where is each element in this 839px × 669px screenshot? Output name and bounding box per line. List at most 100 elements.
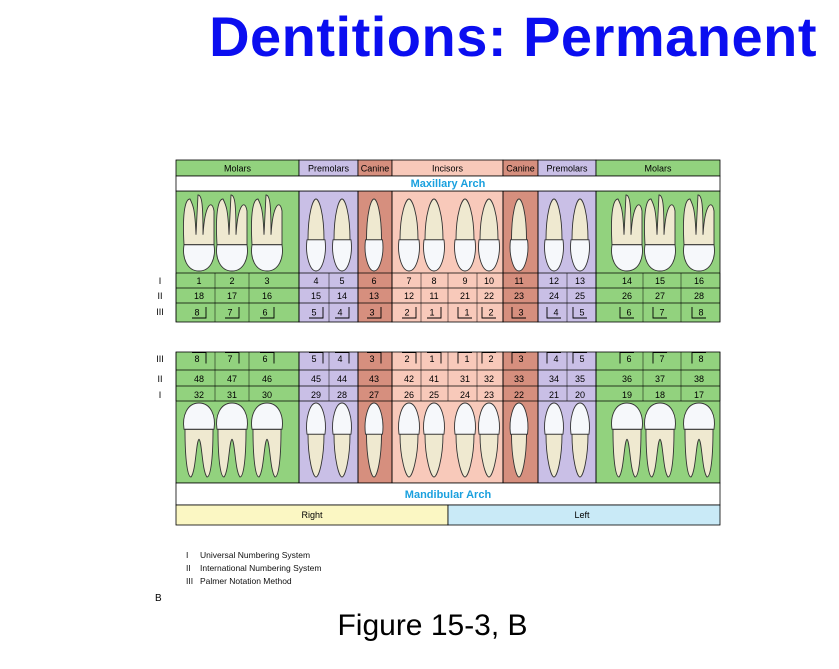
header-label: Molars: [644, 164, 672, 174]
header-label: Incisors: [432, 164, 464, 174]
lower-palmer-number: 4: [553, 354, 558, 364]
lower-tooth-crown: [683, 402, 715, 430]
palmer-bracket: [335, 352, 350, 364]
palmer-bracket: [511, 307, 526, 319]
lower-international-number: 41: [429, 374, 439, 384]
palmer-bracket: [309, 307, 324, 319]
lower-international-number: 44: [337, 374, 347, 384]
palmer-bracket: [427, 352, 442, 364]
upper-tooth-root: [644, 194, 676, 246]
lower-tooth-root: [479, 433, 499, 478]
palmer-bracket: [572, 352, 587, 364]
lower-tooth-crown: [306, 402, 326, 435]
legend-key: III: [186, 575, 194, 586]
legend-key: II: [186, 562, 191, 573]
upper-palmer-number: 4: [337, 308, 342, 318]
lower-international-number: 48: [194, 374, 204, 384]
row-label-international-lower: II: [157, 374, 162, 384]
maxillary-arch-label: Maxillary Arch: [411, 178, 486, 190]
legend-item-universal: I Universal Numbering System: [186, 548, 321, 561]
lower-tooth-root: [399, 433, 419, 478]
upper-international-number: 17: [227, 291, 237, 301]
legend-item-palmer: III Palmer Notation Method: [186, 574, 321, 587]
legend-text: International Numbering System: [200, 562, 322, 573]
upper-international-number: 12: [404, 291, 414, 301]
palmer-bracket: [619, 307, 634, 319]
palmer-bracket: [457, 307, 472, 319]
right-side-label: Right: [301, 510, 323, 520]
palmer-bracket: [367, 352, 382, 364]
lower-palmer-number: 5: [579, 354, 584, 364]
lower-palmer-number: 8: [698, 354, 703, 364]
lower-palmer-number: 4: [337, 354, 342, 364]
lower-tooth-crown: [611, 402, 643, 430]
upper-tooth-root: [545, 198, 563, 241]
palmer-bracket: [402, 352, 417, 364]
upper-international-number: 28: [694, 291, 704, 301]
lower-tooth-root: [217, 428, 247, 478]
upper-tooth-crown: [216, 244, 248, 272]
lower-universal-number: 27: [369, 390, 379, 400]
upper-tooth-root: [366, 198, 382, 241]
row-label-palmer-lower: III: [156, 354, 164, 364]
upper-palmer-number: 7: [227, 308, 232, 318]
lower-palmer-number: 6: [262, 354, 267, 364]
palmer-bracket: [427, 307, 442, 319]
lower-tooth-root: [684, 428, 714, 478]
lower-tooth-root: [184, 428, 214, 478]
tooth-illustrations: [183, 194, 715, 478]
upper-palmer-number: 3: [369, 308, 374, 318]
upper-tooth-crown: [570, 239, 590, 272]
lower-palmer-number: 5: [311, 354, 316, 364]
header-label: Canine: [506, 164, 535, 174]
upper-universal-number: 13: [575, 276, 585, 286]
lower-tooth-crown: [570, 402, 590, 435]
lower-international-number: 35: [575, 374, 585, 384]
header-label: Premolars: [308, 164, 350, 174]
lower-universal-number: 28: [337, 390, 347, 400]
lower-international-number: 38: [694, 374, 704, 384]
palmer-bracket: [367, 307, 382, 319]
upper-tooth-crown: [644, 244, 676, 272]
upper-international-number: 15: [311, 291, 321, 301]
upper-international-number: 13: [369, 291, 379, 301]
numbering-legend: I Universal Numbering System II Internat…: [186, 548, 321, 587]
lower-universal-number: 29: [311, 390, 321, 400]
palmer-bracket: [225, 352, 240, 364]
upper-tooth-root: [399, 198, 419, 241]
upper-palmer-number: 1: [464, 308, 469, 318]
lower-tooth-crown: [544, 402, 564, 435]
upper-universal-number: 1: [196, 276, 201, 286]
upper-tooth-crown: [364, 239, 384, 272]
upper-tooth-crown: [454, 239, 476, 272]
lower-international-number: 43: [369, 374, 379, 384]
palmer-bracket: [192, 307, 207, 319]
lower-tooth-crown: [216, 402, 248, 430]
lower-international-number: 42: [404, 374, 414, 384]
upper-international-number: 25: [575, 291, 585, 301]
upper-international-number: 14: [337, 291, 347, 301]
upper-tooth-root: [479, 198, 499, 241]
lower-tooth-root: [612, 428, 642, 478]
lower-palmer-number: 2: [404, 354, 409, 364]
palmer-bracket: [511, 352, 526, 364]
upper-universal-number: 10: [484, 276, 494, 286]
upper-universal-number: 11: [514, 276, 523, 286]
lower-tooth-crown: [183, 402, 215, 430]
upper-tooth-crown: [332, 239, 352, 272]
mandibular-arch-label: Mandibular Arch: [405, 489, 492, 501]
upper-tooth-crown: [544, 239, 564, 272]
lower-universal-number: 30: [262, 390, 272, 400]
upper-universal-number: 6: [371, 276, 376, 286]
upper-palmer-number: 5: [311, 308, 316, 318]
lower-tooth-crown: [509, 402, 529, 435]
upper-universal-number: 8: [431, 276, 436, 286]
lower-tooth-root: [366, 433, 382, 478]
palmer-bracket: [260, 352, 275, 364]
upper-universal-number: 16: [694, 276, 704, 286]
upper-international-number: 21: [460, 291, 470, 301]
lower-international-number: 32: [484, 374, 494, 384]
